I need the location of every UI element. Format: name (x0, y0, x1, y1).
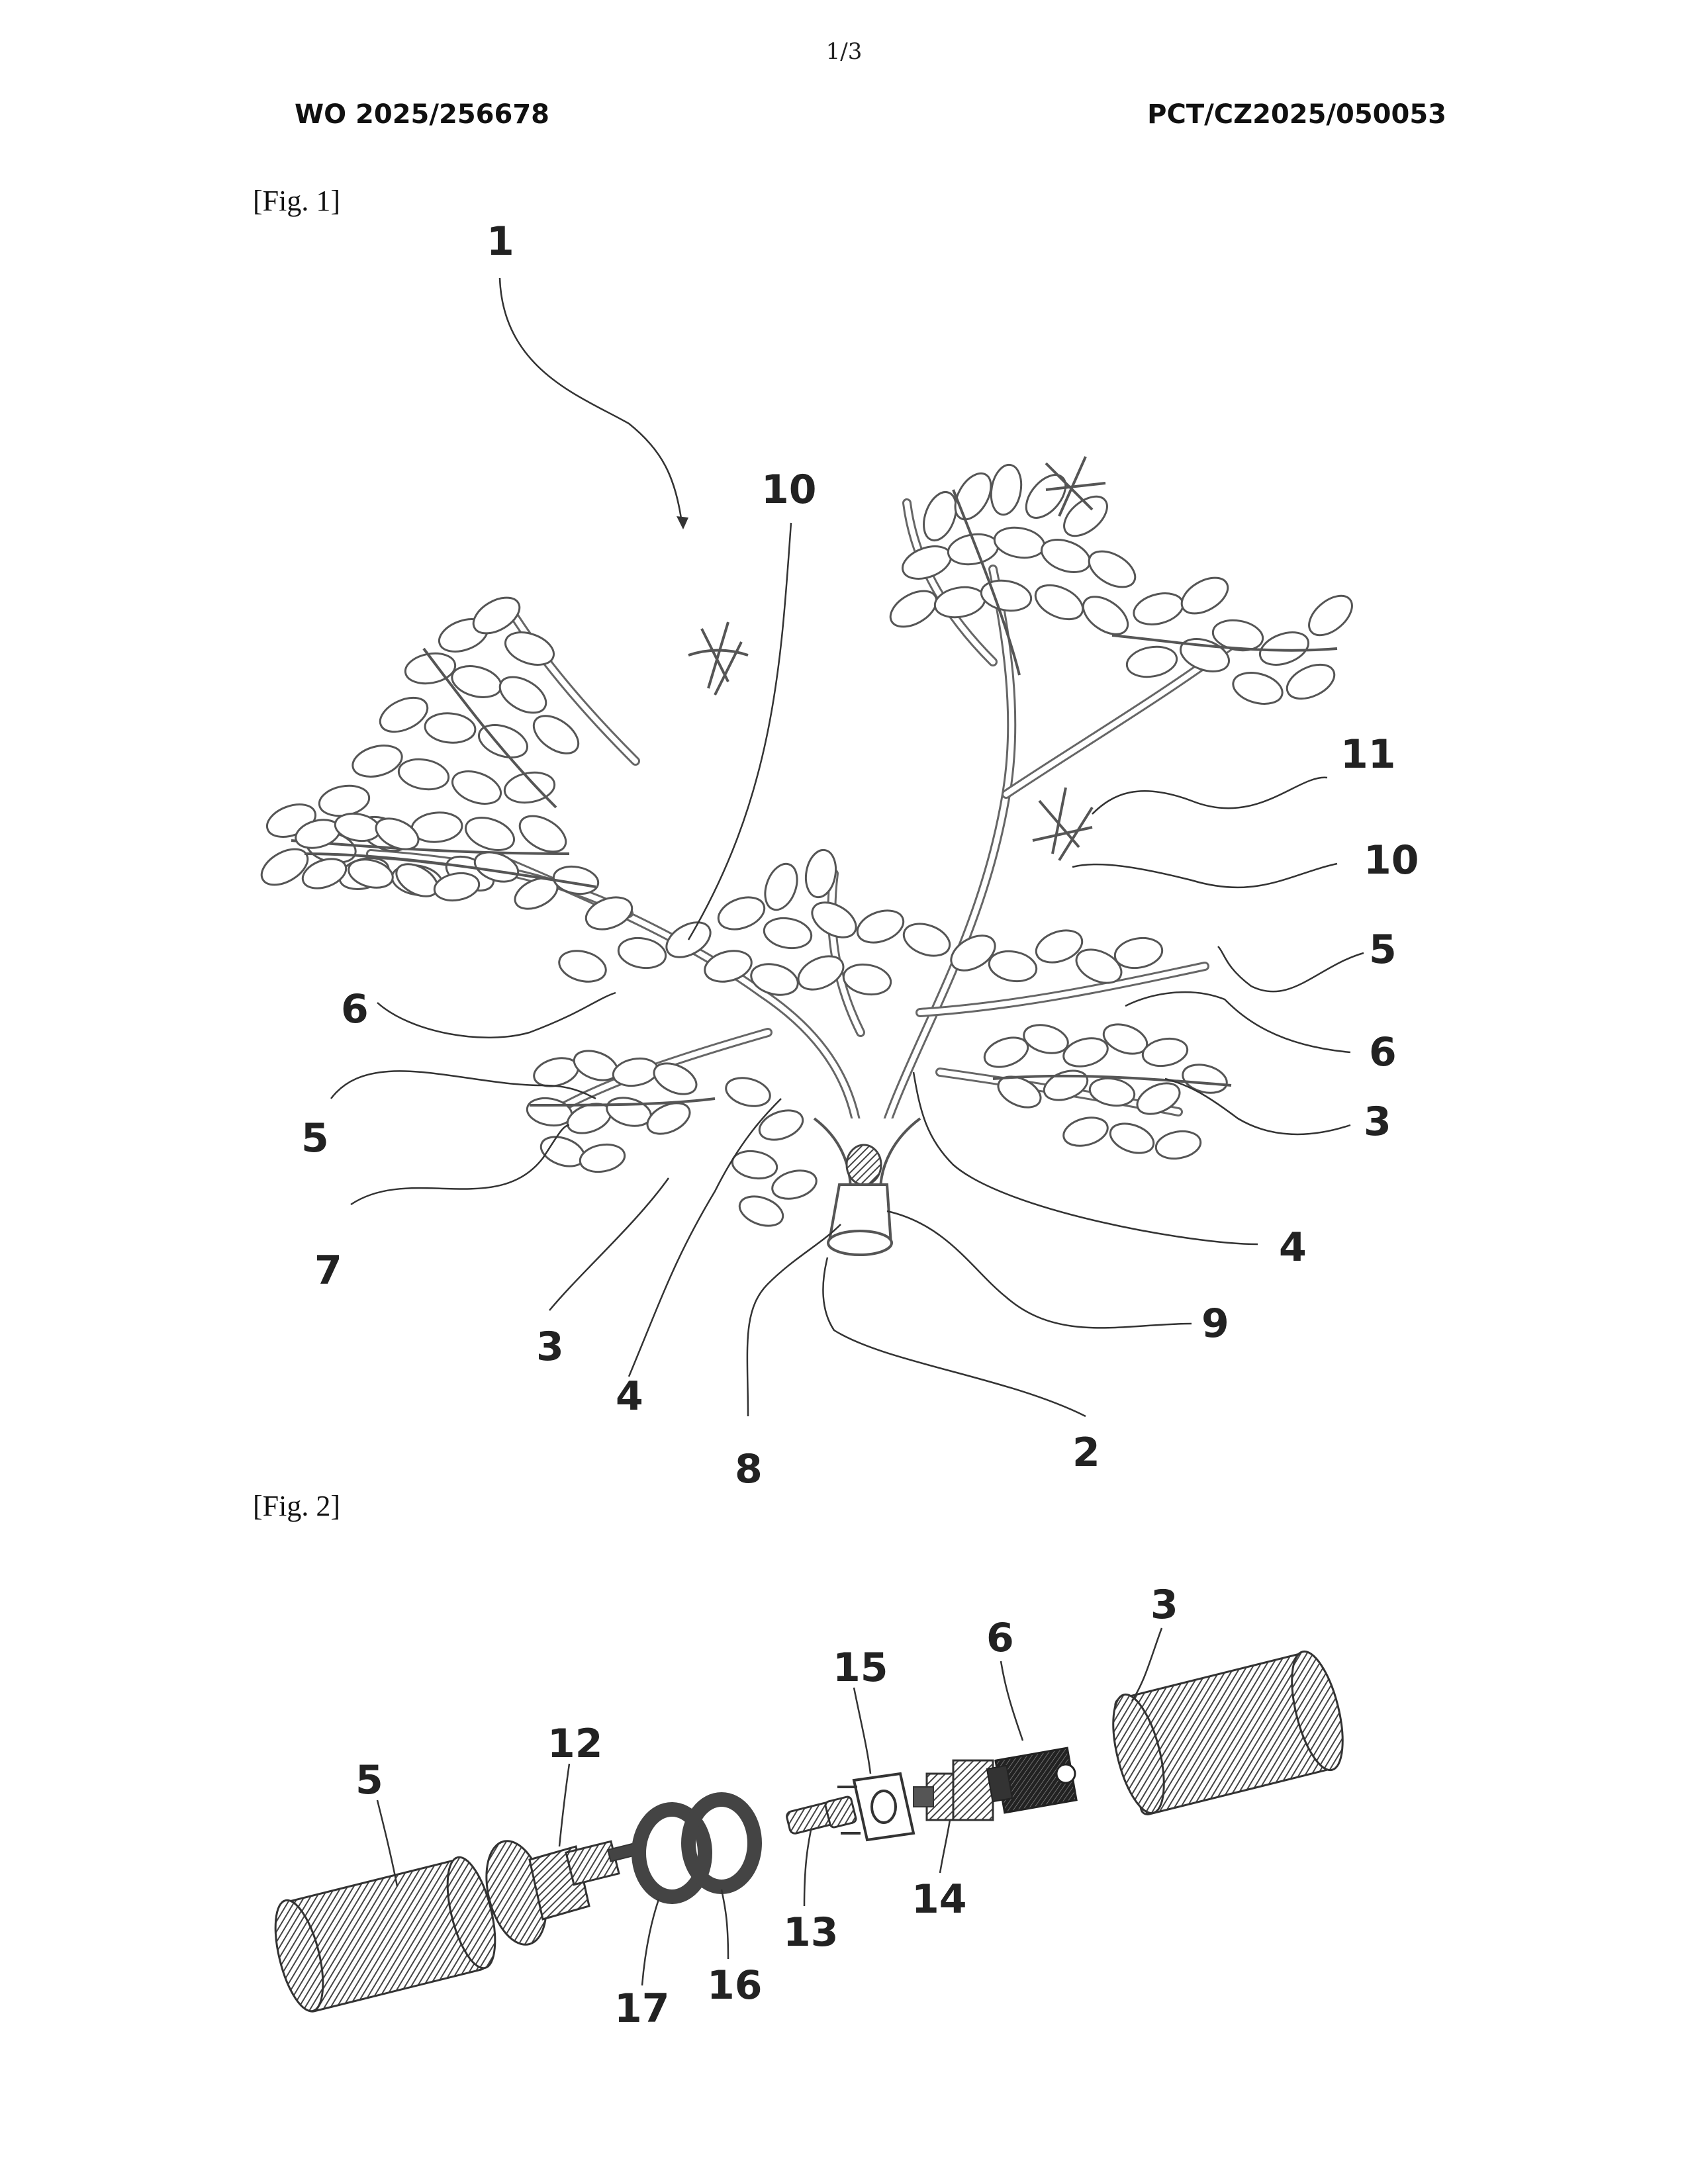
part-12-connector (477, 1835, 636, 1951)
ref-5-right: 5 (1369, 927, 1397, 973)
ref-12: 12 (547, 1721, 603, 1767)
part-14-gear-head (914, 1760, 993, 1820)
ref-3-left: 3 (536, 1324, 564, 1370)
part-6-actuator (987, 1748, 1076, 1813)
ref-11: 11 (1340, 731, 1396, 778)
figure-2-drawing: 3 6 15 12 5 14 13 16 17 (266, 1582, 1352, 2032)
figure-1-reference-numerals: 1 10 11 10 5 6 3 4 9 2 8 4 3 7 5 6 (301, 218, 1419, 1492)
ref-5-left: 5 (301, 1115, 329, 1161)
ref-9: 9 (1201, 1300, 1229, 1347)
ref-15: 15 (833, 1645, 888, 1691)
ref-1-assembly: 1 (487, 218, 514, 265)
part-5-cylinder (266, 1852, 504, 2015)
trunk-joint (847, 1145, 881, 1185)
ref-10-right: 10 (1364, 837, 1419, 884)
ref-3-right: 3 (1364, 1099, 1391, 1145)
ref-3-cylinder: 3 (1150, 1582, 1178, 1628)
ref-6-left: 6 (341, 986, 369, 1032)
ref-5-cylinder: 5 (355, 1757, 383, 1803)
leader-1 (500, 278, 682, 523)
part-3-cylinder (1103, 1647, 1353, 1818)
part-13-shaft (786, 1796, 857, 1835)
figure-1-drawing: 1 10 11 10 5 6 3 4 9 2 8 4 3 7 5 6 (256, 218, 1419, 1492)
ref-16: 16 (707, 1962, 763, 2009)
ref-10-top: 10 (761, 467, 817, 513)
ref-6-actuator: 6 (986, 1615, 1014, 1661)
ref-8: 8 (735, 1446, 763, 1492)
ref-14: 14 (912, 1876, 967, 1923)
ref-17: 17 (614, 1985, 670, 2032)
ref-4-right: 4 (1279, 1224, 1307, 1271)
ref-6-right: 6 (1369, 1029, 1397, 1075)
ref-13: 13 (783, 1909, 839, 1956)
ref-4-left: 4 (616, 1373, 643, 1420)
ref-2: 2 (1072, 1430, 1100, 1476)
tree-foliage (256, 457, 1359, 1231)
ref-7: 7 (314, 1248, 342, 1294)
